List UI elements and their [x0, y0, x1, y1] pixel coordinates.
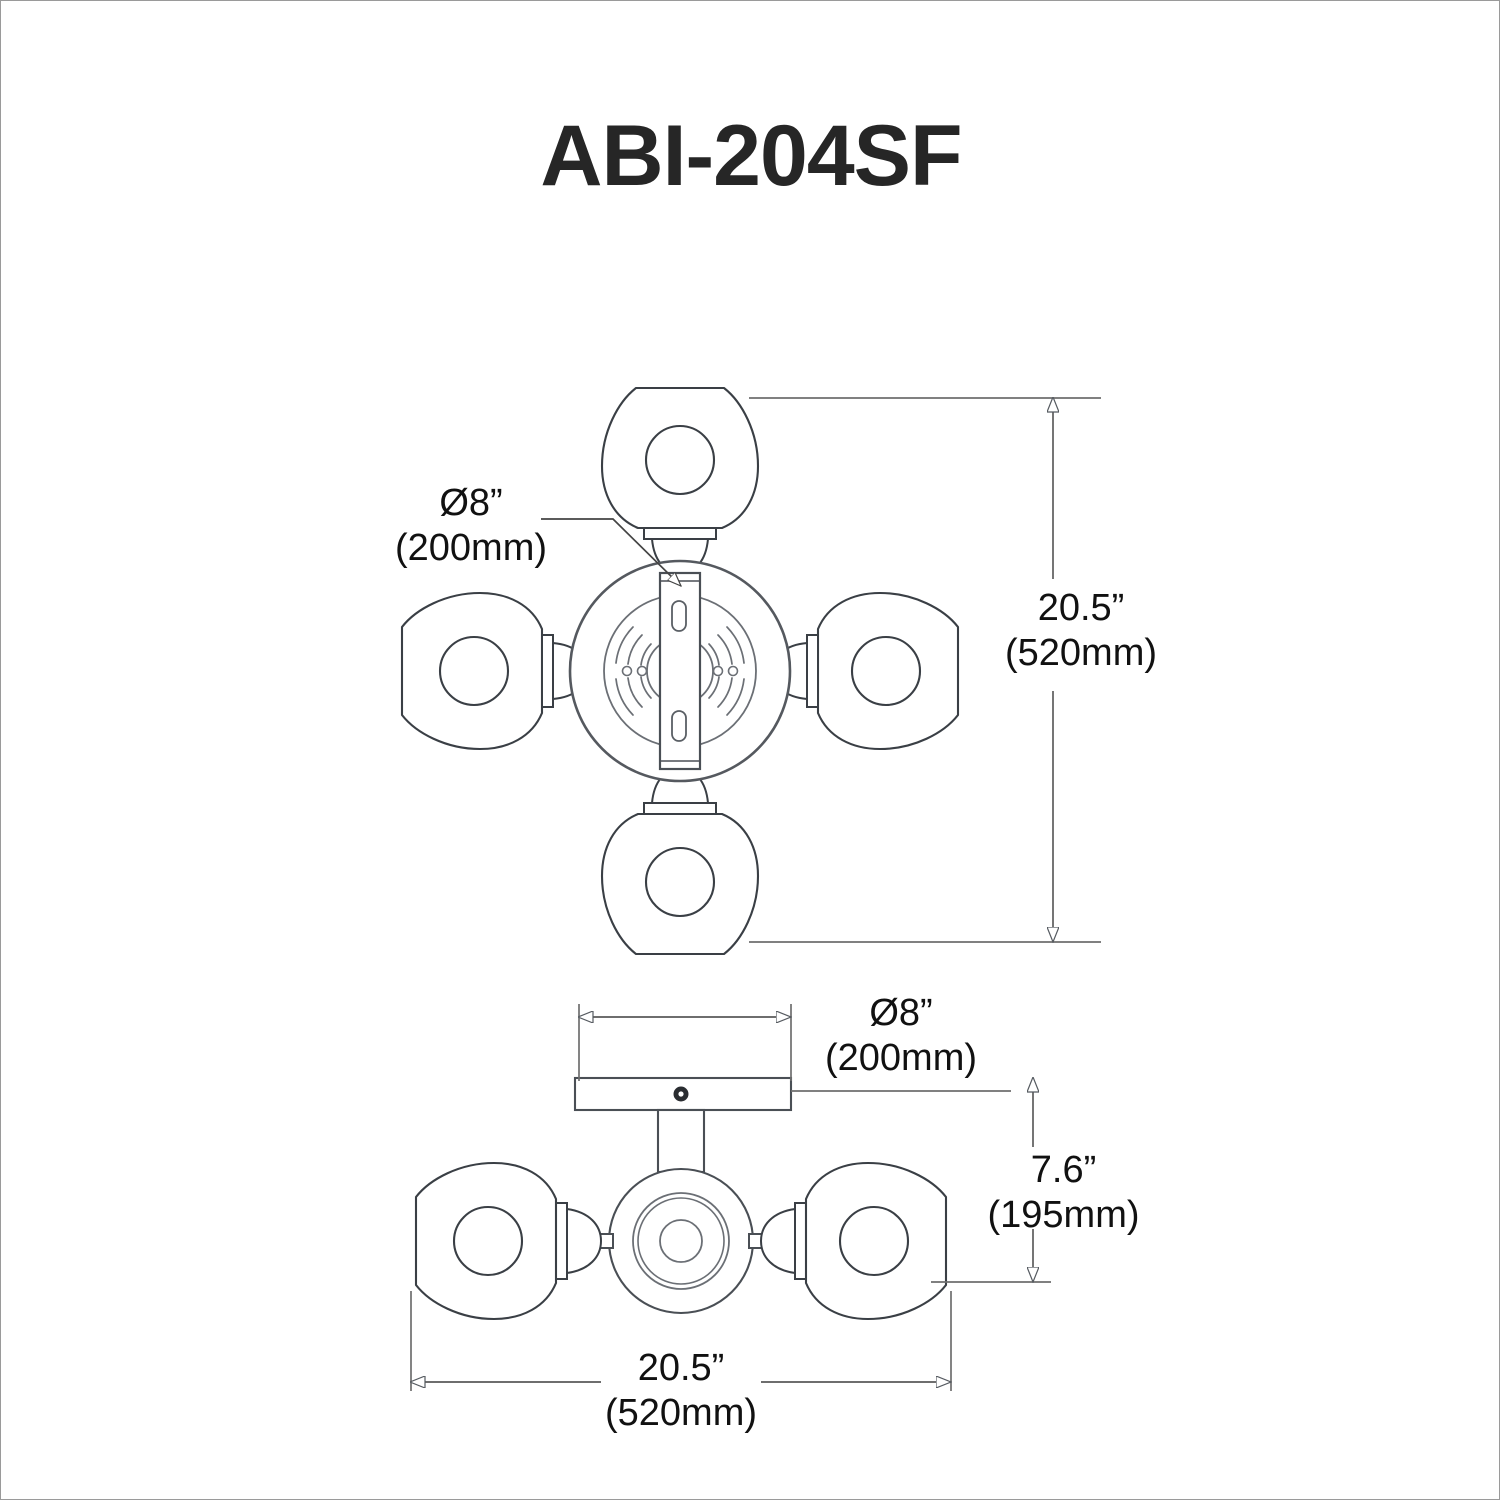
dimension-label-fixture-height: 7.6” (195mm) — [987, 1149, 1140, 1236]
dimension-canopy-diameter-elevation — [579, 1004, 1011, 1092]
shade-left-elevation — [414, 1161, 614, 1321]
dimension-overall-height-top — [749, 398, 1101, 942]
top-view — [400, 386, 1101, 956]
page-title: ABI-204SF — [540, 108, 962, 204]
elevation-view — [411, 1004, 1051, 1391]
dimension-fixture-height — [931, 1078, 1051, 1282]
dimension-label-canopy-diameter-elevation: Ø8” (200mm) — [824, 992, 978, 1079]
diameter-leader-line-top — [541, 518, 681, 586]
shade-right-elevation — [748, 1161, 948, 1321]
canopy-plate-elevation — [573, 1076, 793, 1112]
dimension-label-canopy-diameter-top: Ø8” (200mm) — [394, 482, 548, 569]
center-body-elevation — [607, 1167, 755, 1315]
mounting-bar — [658, 571, 702, 771]
dimension-fixture-width — [411, 1291, 951, 1391]
downrod-elevation — [656, 1108, 706, 1174]
dimension-label-overall-height-top: 20.5” (520mm) — [1004, 587, 1158, 674]
dimension-label-fixture-width: 20.5” (520mm) — [604, 1347, 758, 1434]
